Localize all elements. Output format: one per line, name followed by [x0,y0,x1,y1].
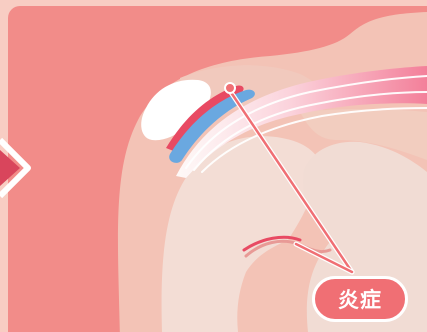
inflammation-callout-label: 炎症 [338,284,382,314]
inflammation-callout-badge: 炎症 [312,276,408,322]
leader-target-dot [225,83,235,93]
